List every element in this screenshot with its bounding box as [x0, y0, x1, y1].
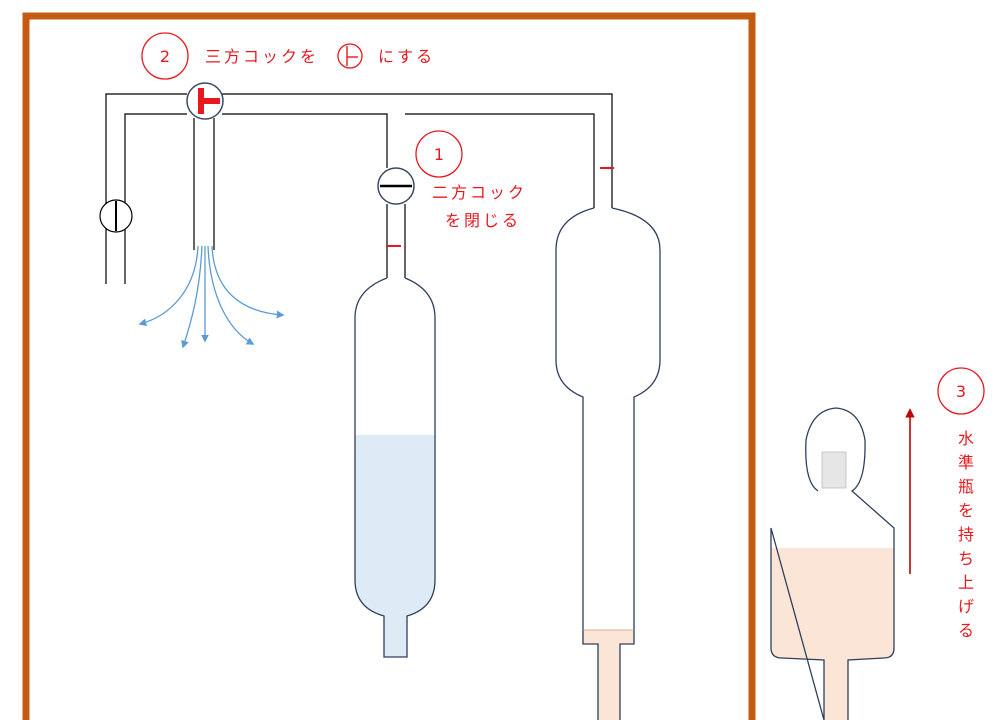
glass-tubing — [105, 93, 613, 284]
escaping-gas-arrows — [138, 245, 285, 349]
step-3-char: 持 — [958, 525, 974, 544]
step-1-annotation: 1 二方コック を閉じる — [415, 130, 527, 230]
step-3-char: 準 — [958, 453, 974, 472]
step-2-text-before: 三方コックを — [205, 47, 319, 66]
t-shaped-stopcock-symbol-icon — [337, 43, 363, 69]
reaction-vessel — [555, 207, 661, 720]
middle-connector-tube — [386, 204, 406, 278]
step-2-annotation: 2 三方コックを にする — [141, 32, 435, 80]
step-2-number: 2 — [160, 47, 170, 66]
closed-stopcock-icon — [377, 167, 415, 205]
step-3-number: 3 — [956, 382, 966, 401]
step-3-char: 水 — [958, 429, 974, 448]
step-3-char: を — [958, 501, 974, 520]
step-1-line-1: 二方コック — [432, 183, 527, 202]
step-3-char: ち — [958, 549, 974, 568]
t-shaped-stopcock-icon — [186, 82, 224, 120]
right-tube-upper — [593, 166, 613, 208]
step-1-number: 1 — [434, 145, 444, 164]
step-2-text-after: にする — [378, 47, 435, 66]
step-1-line-2: を閉じる — [445, 211, 521, 230]
step-3-char: げ — [958, 597, 974, 616]
gas-burette — [354, 277, 436, 658]
enclosure-frame — [22, 12, 756, 720]
step-3-char: る — [958, 621, 974, 640]
left-stopcock-icon — [99, 199, 133, 233]
step-3-char: 瓶 — [958, 477, 974, 496]
step-3-char: 上 — [958, 573, 974, 592]
leveling-bottle — [770, 407, 895, 720]
